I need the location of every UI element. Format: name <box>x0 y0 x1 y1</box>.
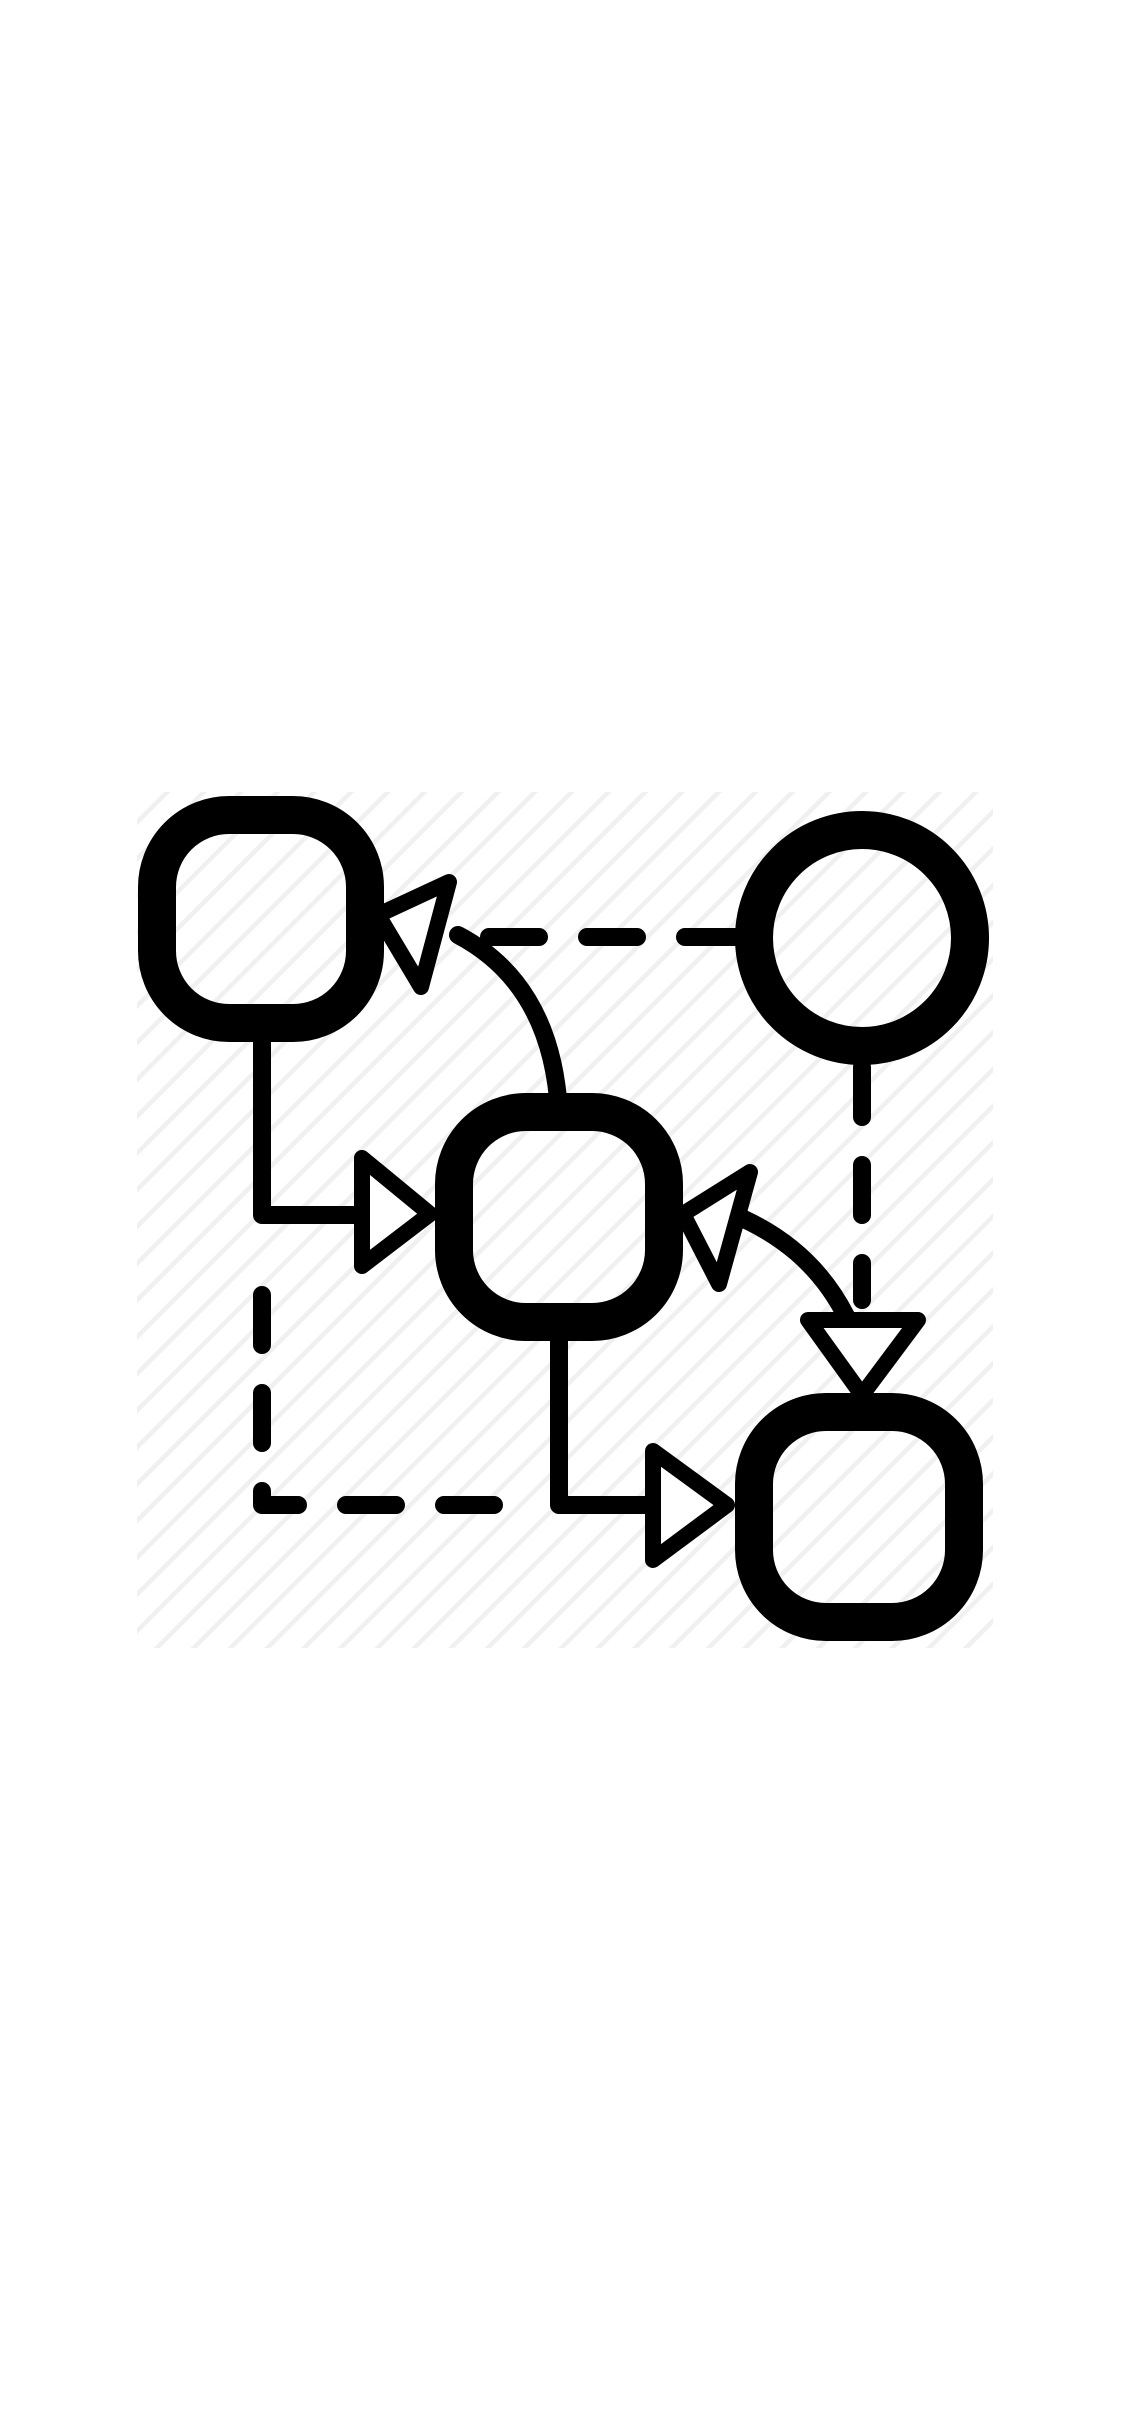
bottom-right-to-center-curve <box>721 1204 855 1325</box>
node-top-right <box>735 811 989 1065</box>
arrowhead-bottom-right-left <box>645 1443 735 1568</box>
arrowhead-center-right <box>675 1164 758 1292</box>
node-center <box>435 1093 683 1341</box>
top-left-to-bottom-right-dashed <box>253 1286 534 1514</box>
node-bottom-right <box>735 1393 983 1641</box>
arrowhead-top-left <box>370 874 457 995</box>
center-to-bottom-right-connector <box>550 1329 659 1514</box>
center-to-top-left-curve <box>449 926 568 1121</box>
node-top-left <box>138 796 384 1042</box>
arrowhead-center-left <box>354 1150 438 1274</box>
top-left-to-center-connector <box>253 1031 364 1224</box>
arrowhead-bottom-right-top <box>800 1312 926 1403</box>
